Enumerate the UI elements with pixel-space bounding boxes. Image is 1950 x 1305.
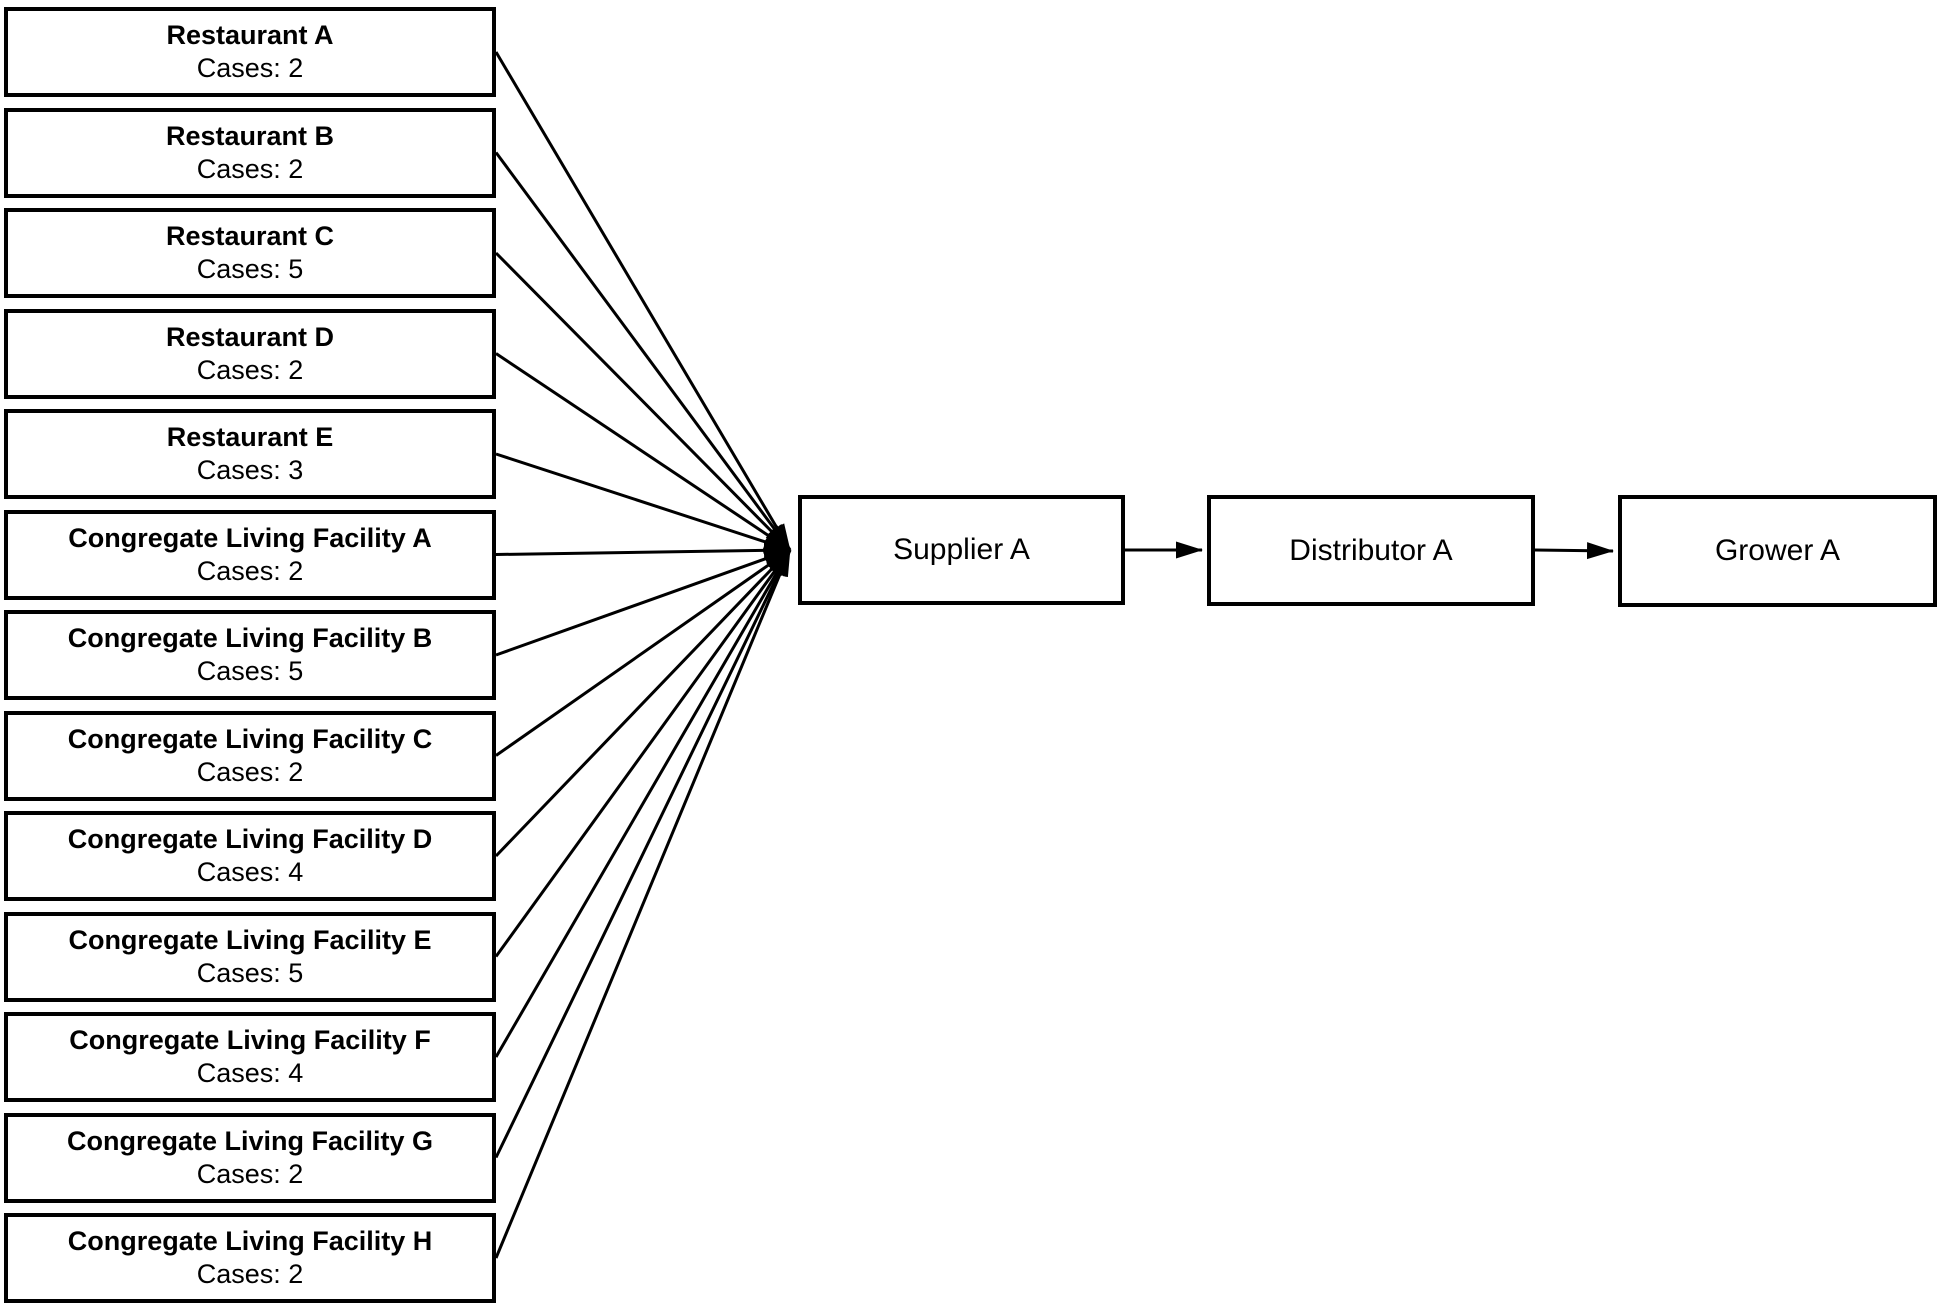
node-name: Congregate Living Facility F: [69, 1025, 431, 1056]
edge-congregate-living-facility-a-to-supplier-a: [495, 541, 791, 559]
node-name: Restaurant A: [166, 20, 334, 51]
node-case-count: Cases: 5: [196, 957, 304, 988]
edge-congregate-living-facility-c-to-supplier-a: [495, 548, 791, 757]
node-distributor-a: Distributor A: [1207, 495, 1535, 606]
node-case-count: Cases: 2: [196, 555, 304, 586]
node-name: Congregate Living Facility G: [66, 1125, 434, 1156]
node-case-count: Cases: 5: [196, 656, 304, 686]
edge-restaurant-b-to-supplier-a: [494, 151, 792, 551]
edge-congregate-living-facility-d-to-supplier-a: [494, 548, 792, 858]
node-congregate-living-facility-h: Congregate Living Facility H Cases: 2: [4, 1213, 496, 1303]
node-name: Congregate Living Facility A: [68, 522, 432, 553]
node-congregate-living-facility-a: Congregate Living Facility A Cases: 2: [4, 509, 496, 600]
node-case-count: Cases: 3: [196, 455, 304, 485]
edge-restaurant-d-to-supplier-a: [495, 352, 791, 552]
node-restaurant-b: Restaurant B Cases: 2: [4, 107, 496, 198]
edge-congregate-living-facility-f-to-supplier-a: [494, 549, 792, 1058]
node-restaurant-c: Restaurant C Cases: 5: [4, 208, 496, 298]
node-congregate-living-facility-d: Congregate Living Facility D Cases: 4: [4, 811, 496, 901]
edge-restaurant-e-to-supplier-a: [495, 452, 791, 552]
node-case-count: Cases: 2: [196, 756, 304, 787]
node-case-count: Cases: 4: [196, 857, 304, 887]
node-name: Congregate Living Facility E: [68, 924, 432, 955]
node-name: Grower A: [1714, 534, 1841, 567]
node-name: Restaurant B: [165, 120, 335, 151]
node-restaurant-e: Restaurant E Cases: 3: [4, 409, 496, 499]
edge-restaurant-c-to-supplier-a: [494, 251, 792, 552]
node-case-count: Cases: 4: [196, 1058, 304, 1088]
node-restaurant-d: Restaurant D Cases: 2: [4, 308, 496, 399]
edge-congregate-living-facility-h-to-supplier-a: [494, 549, 792, 1259]
node-case-count: Cases: 2: [196, 354, 304, 385]
node-case-count: Cases: 5: [196, 254, 304, 284]
node-case-count: Cases: 2: [196, 1158, 304, 1189]
case-node-column: Restaurant A Cases: 2 Restaurant B Cases…: [4, 7, 496, 1303]
node-congregate-living-facility-f: Congregate Living Facility F Cases: 4: [4, 1012, 496, 1102]
node-congregate-living-facility-c: Congregate Living Facility C Cases: 2: [4, 710, 496, 801]
node-name: Restaurant C: [165, 221, 335, 252]
node-grower-a: Grower A: [1618, 495, 1937, 607]
node-name: Congregate Living Facility H: [67, 1226, 433, 1257]
edge-congregate-living-facility-g-to-supplier-a: [494, 549, 792, 1159]
edge-congregate-living-facility-e-to-supplier-a: [494, 549, 792, 958]
node-congregate-living-facility-e: Congregate Living Facility E Cases: 5: [4, 911, 496, 1002]
node-name: Congregate Living Facility C: [67, 723, 433, 754]
node-case-count: Cases: 2: [196, 1259, 304, 1289]
node-supplier-a: Supplier A: [798, 495, 1125, 605]
node-name: Supplier A: [893, 533, 1030, 566]
edge-congregate-living-facility-b-to-supplier-a: [495, 548, 791, 657]
node-case-count: Cases: 2: [196, 153, 304, 184]
node-congregate-living-facility-b: Congregate Living Facility B Cases: 5: [4, 610, 496, 700]
edge-distributor-a-to-grower-a: [1534, 542, 1614, 560]
node-name: Restaurant E: [166, 422, 334, 453]
node-name: Distributor A: [1289, 533, 1453, 567]
node-name: Congregate Living Facility B: [67, 623, 433, 654]
node-case-count: Cases: 2: [196, 53, 304, 83]
node-restaurant-a: Restaurant A Cases: 2: [4, 7, 496, 97]
node-name: Restaurant D: [165, 321, 335, 352]
edge-restaurant-a-to-supplier-a: [494, 51, 792, 551]
node-name: Congregate Living Facility D: [67, 824, 433, 855]
node-congregate-living-facility-g: Congregate Living Facility G Cases: 2: [4, 1112, 496, 1203]
